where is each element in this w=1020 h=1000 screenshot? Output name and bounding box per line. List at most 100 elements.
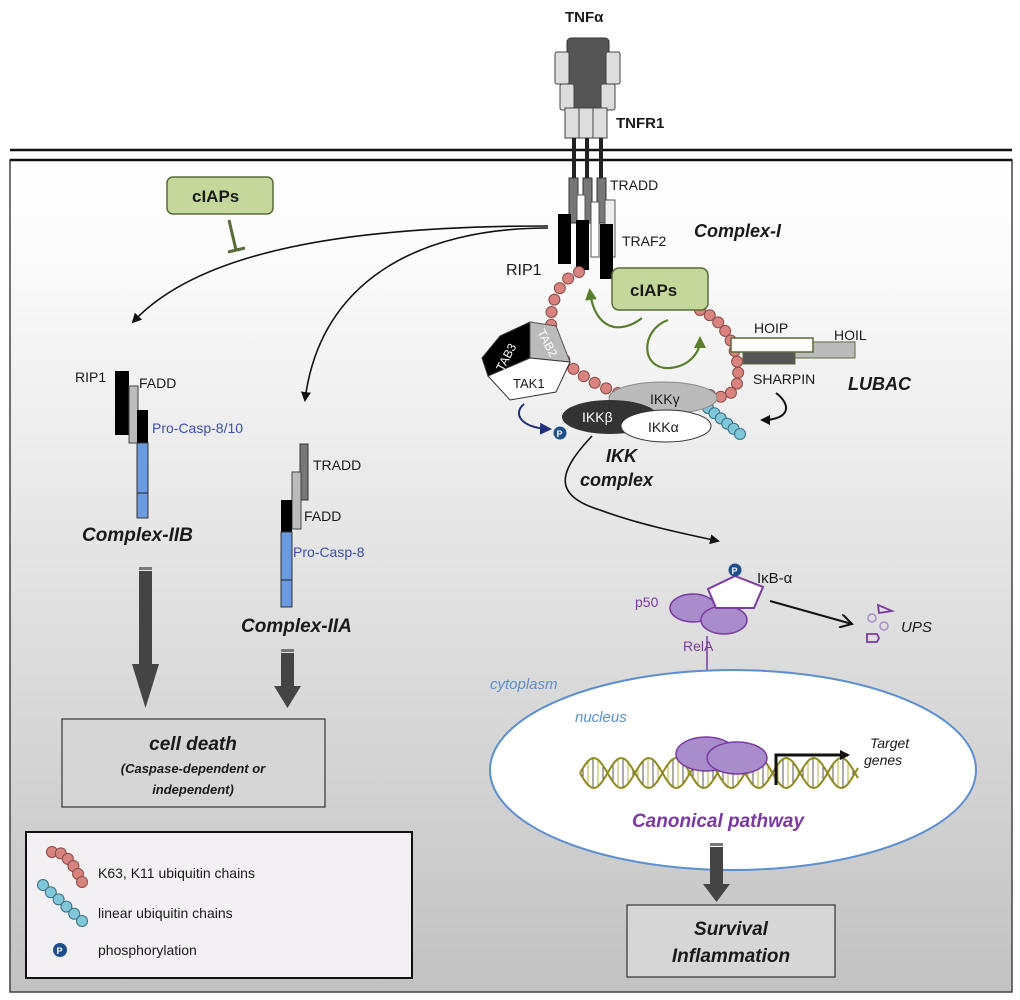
ubiquitin-bead (52, 893, 65, 906)
ubiquitin-bead (76, 876, 88, 888)
rip1-label: RIP1 (506, 262, 542, 279)
legend-item-k63-label: K63, K11 ubiquitin chains (98, 865, 255, 881)
legend-k63-ubiquitin-chain-icon (46, 846, 88, 888)
ubiquitin-bead (588, 376, 601, 389)
ciaps-inhibitor-box (166, 176, 274, 215)
ubiquitin-bead (724, 386, 737, 399)
ubiquitin-bead (719, 324, 732, 337)
arrow-to-survival (703, 843, 730, 902)
complex-iib-title: Complex-IIB (82, 525, 193, 546)
svg-text:P: P (57, 946, 63, 956)
ikb-phosphorylation-icon: P (728, 563, 742, 577)
legend-phosphorylation-icon: P (53, 943, 67, 957)
dna-strand (579, 756, 859, 790)
survival-label: Survival (694, 919, 769, 940)
tab-tak1-complex (481, 321, 571, 401)
legend-box (25, 831, 413, 979)
ikk-complex-label-line1: IKK (606, 446, 639, 466)
arrow-iib-to-cell-death (132, 567, 159, 708)
ubiquitin-bead (60, 900, 73, 913)
ikb-alpha-pentagon (706, 574, 765, 609)
tak1-phosphorylation-arrow (518, 403, 552, 435)
ubiquitin-bead (731, 355, 744, 368)
ciaps-self-ubiquitination-arrow (646, 318, 706, 370)
plasma-membrane (10, 148, 1012, 162)
nfkb-bound-dna (675, 736, 768, 775)
phosphorylation-icon: P (553, 426, 567, 440)
cell-death-title: cell death (149, 734, 237, 755)
lubac-complex (730, 337, 856, 365)
complex-iib-casp-label: Pro-Casp-8/10 (152, 420, 243, 436)
complex-iib-fadd-label: FADD (139, 375, 176, 391)
ubiquitin-bead (577, 370, 590, 383)
target-genes-label-1: Target (870, 735, 910, 751)
cell-death-box (61, 718, 326, 808)
arrow-ikb-to-ups (769, 600, 852, 624)
ubiquitin-bead (76, 915, 88, 927)
arrow-to-complex-iib (131, 225, 549, 324)
arrow-to-complex-iia (301, 227, 549, 402)
arrow-iia-to-cell-death (274, 649, 301, 708)
ubiquitin-bead (44, 886, 57, 899)
lubac-label: LUBAC (848, 374, 912, 394)
complex-iia-fadd-label: FADD (304, 508, 341, 524)
ciaps-inhibitor-label: cIAPs (192, 187, 239, 206)
complex-iia-stack (280, 443, 309, 608)
ubiquitin-bead (545, 305, 558, 318)
legend-linear-ubiquitin-chain-icon (37, 879, 88, 927)
arrow-ikk-to-ikb (564, 435, 720, 545)
ubiquitin-bead (567, 362, 580, 375)
complex-iib-rip1-label: RIP1 (75, 369, 106, 385)
tnfr1-label: TNFR1 (616, 115, 664, 132)
ups-label: UPS (901, 619, 932, 636)
svg-text:P: P (732, 566, 738, 576)
cell-death-subtitle-1: (Caspase-dependent or (121, 761, 266, 776)
traf2-label: TRAF2 (622, 233, 667, 249)
ubiquitin-bead (68, 907, 81, 920)
survival-inflammation-box (626, 904, 836, 978)
target-genes-label-2: genes (864, 752, 902, 768)
nucleus-label: nucleus (575, 709, 627, 726)
complex-i-title: Complex-I (694, 221, 782, 241)
ubiquitin-bead (703, 309, 716, 322)
tak1-label: TAK1 (513, 376, 545, 391)
ciaps-complex-i (611, 267, 709, 311)
ubiquitin-bead (562, 272, 575, 285)
tradd-label: TRADD (610, 177, 658, 193)
legend-item-linear-label: linear ubiquitin chains (98, 905, 233, 921)
ubiquitin-bead (600, 382, 613, 395)
inflammation-label: Inflammation (672, 946, 790, 967)
complex-i-adaptors (558, 177, 616, 279)
ciaps-ubiquitination-arrow (585, 288, 643, 329)
sharpin-label: SHARPIN (753, 371, 815, 387)
ikk-beta-label: IKKβ (582, 409, 613, 425)
svg-text:P: P (557, 429, 563, 439)
ubiquitin-bead (732, 366, 745, 379)
ubiquitin-bead (548, 293, 561, 306)
ubiquitin-bead (573, 266, 585, 278)
complex-iia-tradd-label: TRADD (313, 457, 361, 473)
p50-label: p50 (635, 594, 659, 610)
complex-iib-stack (115, 371, 149, 519)
ciaps-label-complex-i: cIAPs (630, 281, 677, 300)
tnf-alpha-label: TNFα (565, 9, 604, 26)
transcription-start-arrow (774, 750, 850, 785)
hoip-label: HOIP (754, 320, 788, 336)
hoil-label: HOIL (834, 327, 867, 343)
ikk-alpha-label: IKKα (648, 419, 679, 435)
ubiquitin-bead (553, 282, 566, 295)
ikk-gamma-label: IKKγ (650, 391, 680, 407)
complex-iia-casp-label: Pro-Casp-8 (293, 544, 365, 560)
inhibition-bar (227, 219, 246, 254)
ikb-alpha-label: IκB-α (757, 570, 793, 587)
ikk-complex (562, 381, 718, 443)
rela-label: RelA (683, 638, 714, 654)
ubiquitin-bead (734, 428, 746, 440)
legend-item-phospho-label: phosphorylation (98, 942, 197, 958)
tnfr1-receptor (554, 37, 621, 180)
ubiquitin-bead (731, 377, 744, 390)
lubac-linear-ubiquitination-arrow (760, 392, 787, 425)
ups-degradation-fragments-icon (866, 603, 896, 643)
complex-iia-title: Complex-IIA (241, 616, 352, 637)
